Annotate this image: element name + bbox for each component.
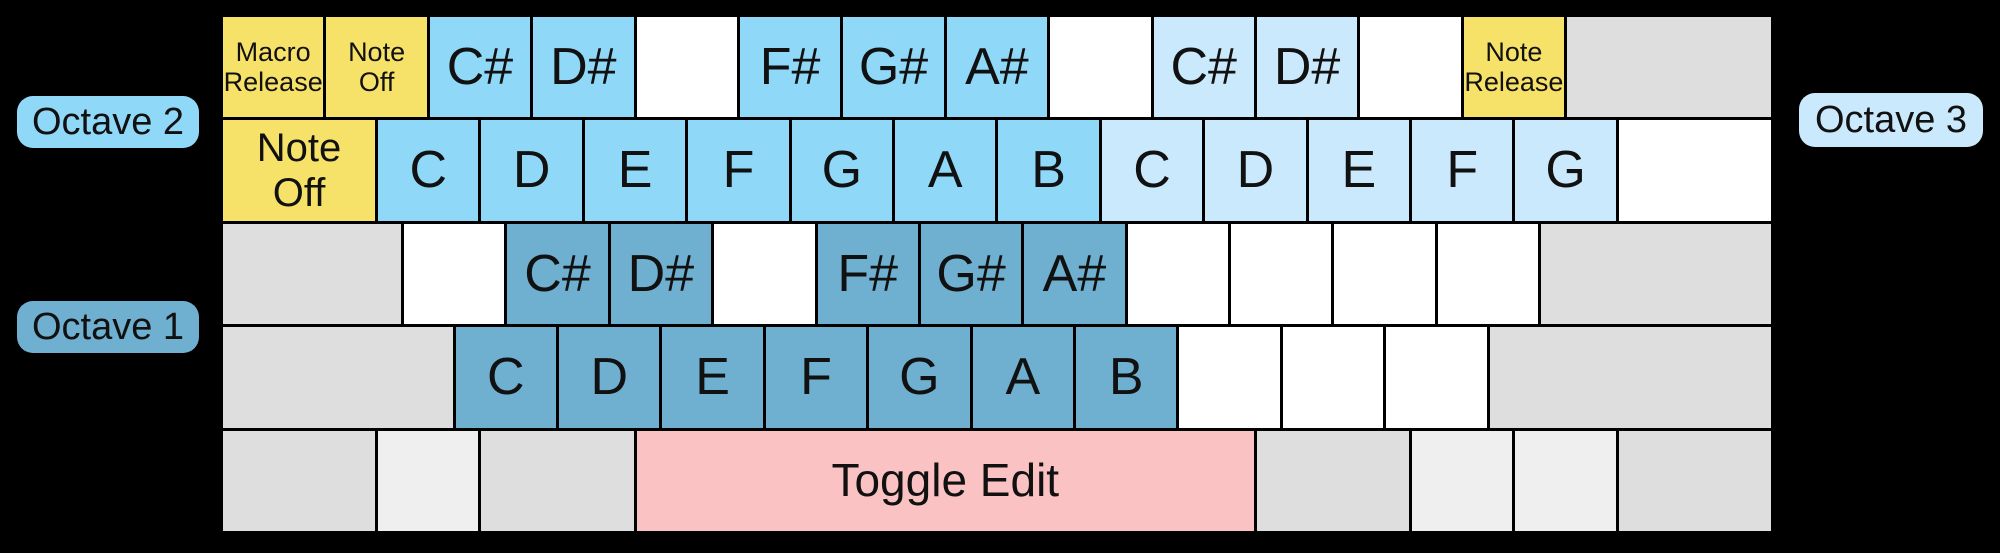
key-unmapped	[1334, 223, 1435, 325]
key-b: B	[1075, 327, 1177, 428]
key-g: G	[791, 120, 893, 221]
key-modifier	[223, 327, 453, 428]
key-f-sharp: F#	[739, 17, 841, 118]
key-c: C	[455, 327, 557, 428]
key-toggle-edit: Toggle Edit	[636, 430, 1254, 531]
key-a-sharp: A#	[1024, 223, 1125, 325]
key-unmapped	[403, 223, 505, 325]
key-modifier	[1412, 430, 1513, 531]
key-g: G	[1515, 120, 1616, 221]
key-unmapped	[1386, 327, 1487, 428]
key-modifier	[223, 430, 376, 531]
key-unmapped	[714, 223, 815, 325]
key-modifier	[1256, 430, 1410, 531]
key-e: E	[1308, 120, 1409, 221]
key-unmapped	[1050, 17, 1151, 118]
key-modifier	[481, 430, 634, 531]
key-modifier	[223, 223, 401, 325]
key-d-sharp: D#	[1256, 17, 1358, 118]
key-f: F	[1412, 120, 1513, 221]
key-unmapped	[1179, 327, 1280, 428]
key-unmapped	[1360, 17, 1461, 118]
key-d-sharp: D#	[533, 17, 634, 118]
key-note-off: Note Off	[326, 17, 427, 118]
key-unmapped	[1618, 120, 1771, 221]
key-c: C	[1101, 120, 1203, 221]
key-modifier	[1515, 430, 1616, 531]
key-modifier	[1618, 430, 1771, 531]
key-c-sharp: C#	[1153, 17, 1254, 118]
key-modifier	[1489, 327, 1771, 428]
key-g-sharp: G#	[920, 223, 1022, 325]
bottom-row: Toggle Edit	[223, 430, 1771, 531]
key-c: C	[378, 120, 479, 221]
key-d-sharp: D#	[610, 223, 712, 325]
key-modifier	[378, 430, 479, 531]
key-c-sharp: C#	[507, 223, 608, 325]
key-note-release: Note Release	[1463, 17, 1565, 118]
key-unmapped	[1127, 223, 1229, 325]
octave-3-label: Octave 3	[1799, 93, 1983, 147]
key-d: D	[559, 327, 660, 428]
key-unmapped	[1282, 327, 1384, 428]
octave-1-label: Octave 1	[17, 301, 199, 353]
octave-2-label: Octave 2	[17, 96, 199, 148]
key-note-off: Note Off	[223, 120, 376, 221]
key-d: D	[481, 120, 582, 221]
key-f: F	[765, 327, 867, 428]
key-unmapped	[1231, 223, 1332, 325]
key-a: A	[895, 120, 996, 221]
key-a-sharp: A#	[946, 17, 1048, 118]
key-a: A	[972, 327, 1073, 428]
key-g-sharp: G#	[843, 17, 944, 118]
key-b: B	[998, 120, 1099, 221]
key-f-sharp: F#	[817, 223, 918, 325]
key-c-sharp: C#	[429, 17, 531, 118]
key-unmapped	[636, 17, 737, 118]
home-row: C#D# F#G#A#	[223, 223, 1771, 325]
key-modifier	[1541, 223, 1771, 325]
key-d: D	[1205, 120, 1306, 221]
key-g: G	[869, 327, 970, 428]
key-unmapped	[1437, 223, 1539, 325]
key-e: E	[584, 120, 686, 221]
key-macro-release: Macro Release	[223, 17, 324, 118]
key-e: E	[662, 327, 763, 428]
key-f: F	[688, 120, 789, 221]
key-modifier	[1567, 17, 1771, 118]
